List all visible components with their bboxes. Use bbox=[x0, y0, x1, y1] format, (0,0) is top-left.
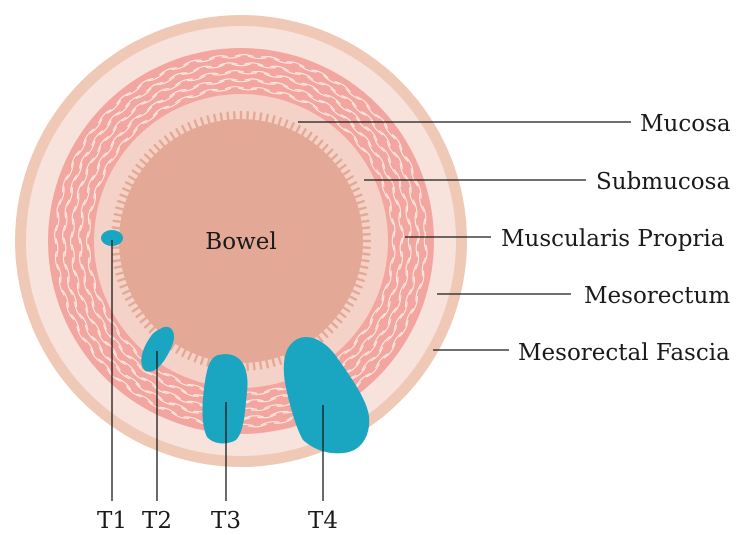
muscularis-propria-label: Muscularis Propria bbox=[501, 226, 725, 252]
submucosa-label: Submucosa bbox=[596, 169, 730, 195]
villus bbox=[234, 112, 235, 126]
villus bbox=[228, 113, 230, 127]
mesorectal-fascia-label: Mesorectal Fascia bbox=[518, 340, 730, 366]
mucosa-label: Mucosa bbox=[640, 111, 731, 137]
stage-labels: T1 T2 T3 T4 bbox=[97, 508, 338, 534]
villus bbox=[113, 228, 127, 230]
villus bbox=[247, 112, 248, 126]
villus bbox=[356, 234, 370, 235]
mesorectum-label: Mesorectum bbox=[584, 283, 730, 309]
villus bbox=[253, 355, 255, 369]
villus bbox=[112, 247, 126, 248]
villus bbox=[355, 253, 369, 255]
bowel-label: Bowel bbox=[205, 229, 276, 255]
t1-label: T1 bbox=[97, 508, 127, 534]
t4-label: T4 bbox=[308, 508, 338, 534]
villus bbox=[356, 247, 370, 248]
t2-label: T2 bbox=[142, 508, 172, 534]
villus bbox=[355, 228, 369, 230]
t3-label: T3 bbox=[211, 508, 241, 534]
villus bbox=[247, 356, 248, 370]
tumor-t3 bbox=[202, 354, 247, 443]
villus bbox=[113, 253, 127, 255]
villus bbox=[253, 113, 255, 127]
layer-labels: Mucosa Submucosa Muscularis Propria Meso… bbox=[501, 111, 731, 366]
